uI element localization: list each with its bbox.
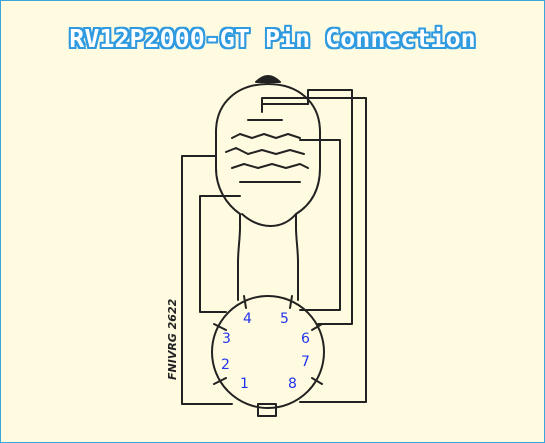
pin-7-label: 7: [301, 354, 310, 370]
pin-2-label: 2: [221, 357, 230, 373]
connection-wires: [181, 89, 367, 405]
envelope-neck: [241, 213, 297, 227]
glass-envelope: [215, 83, 321, 291]
pin-5-label: 5: [280, 311, 289, 327]
side-label: FNIVRG 2622: [166, 298, 179, 380]
pin-6-label: 6: [301, 331, 310, 347]
pin-stubs: [213, 295, 323, 385]
pin-8-label: 8: [288, 376, 297, 392]
top-cap: [255, 75, 281, 83]
pin-4-label: 4: [243, 311, 252, 327]
electrodes: [225, 97, 335, 183]
pin-3-label: 3: [222, 331, 231, 347]
base-socket: [211, 295, 325, 409]
pin-1-label: 1: [240, 376, 249, 392]
base-key: [257, 403, 277, 417]
page-title: RV12P2000-GT Pin Connection: [69, 24, 476, 53]
